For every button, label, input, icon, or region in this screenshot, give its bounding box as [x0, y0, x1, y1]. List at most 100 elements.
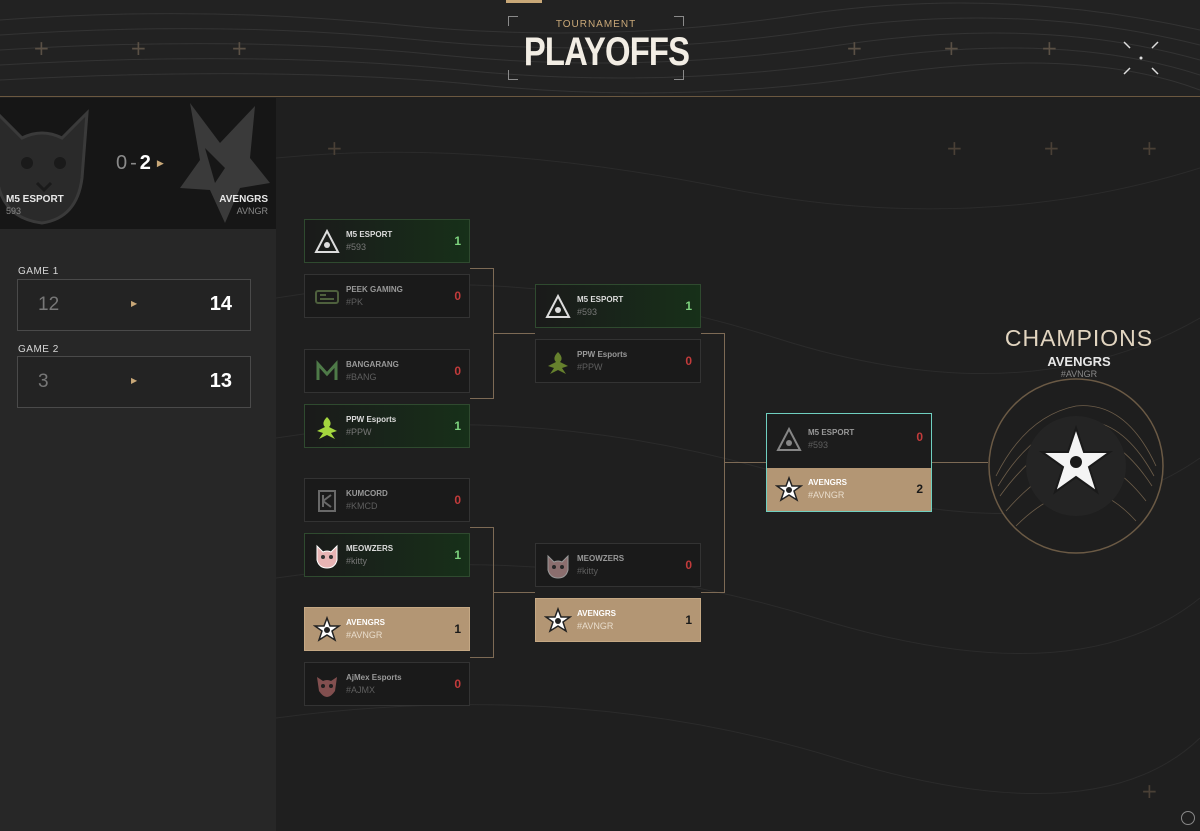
fullscreen-toggle-icon[interactable]	[1122, 40, 1160, 76]
bracket-slot-r1-2[interactable]: PEEK GAMING #PK 0	[304, 274, 470, 318]
team-tag: #kitty	[577, 566, 599, 576]
bracket-slot-r2-1[interactable]: M5 ESPORT #593 1	[535, 284, 701, 328]
m5-logo-icon	[314, 228, 340, 253]
game-2-score-box[interactable]: 3 ▶ 13	[17, 356, 251, 408]
team-score: 0	[685, 558, 692, 572]
plus-decoration-icon: +	[231, 36, 248, 60]
svg-text:+: +	[1141, 779, 1158, 803]
final-match-box[interactable]: M5 ESPORT #593 0 AVENGRS #AVNGR 2	[766, 413, 932, 512]
team-score: 1	[685, 613, 692, 627]
left-team-name: M5 ESPORT	[6, 194, 64, 205]
team-score: 0	[454, 493, 461, 507]
game-2-right-score: 13	[209, 370, 232, 392]
team-name: M5 ESPORT	[577, 295, 624, 304]
right-team-name: AVENGRS	[219, 194, 268, 205]
bracket-slot-r2-2[interactable]: PPW Esports #PPW 0	[535, 339, 701, 383]
team-tag: #AVNGR	[808, 490, 845, 500]
bracket-slot-r1-7[interactable]: AVENGRS #AVNGR 1	[304, 607, 470, 651]
svg-text:+: +	[1141, 136, 1158, 160]
team-score: 2	[916, 482, 923, 496]
match-summary-card[interactable]: 0-2▶ M5 ESPORT 593 AVENGRS AVNGR	[0, 98, 276, 229]
team-tag: #AJMX	[346, 685, 376, 695]
bracket-slot-r1-4[interactable]: PPW Esports #PPW 1	[304, 404, 470, 448]
champion-team-tag: #AVNGR	[1060, 369, 1098, 379]
right-series-score: 2	[139, 152, 151, 174]
header-kicker: TOURNAMENT	[555, 19, 637, 30]
title-frame: TOURNAMENT PLAYOFFS	[508, 16, 690, 80]
team-name: AVENGRS	[808, 478, 847, 487]
game-1-label: GAME 1	[18, 266, 59, 277]
plus-decoration-icon: +	[846, 36, 863, 60]
game-2-left-score: 3	[38, 371, 49, 392]
team-score: 1	[454, 234, 461, 248]
m5-logo-icon	[776, 426, 802, 451]
bracket-slot-r2-3[interactable]: MEOWZERS #kitty 0	[535, 543, 701, 587]
team-name: MEOWZERS	[346, 544, 394, 553]
svg-text:+: +	[946, 136, 963, 160]
bracket-connector	[932, 462, 988, 463]
avengrs-watermark-icon	[180, 103, 270, 223]
series-score: 0-2▶	[116, 152, 164, 175]
team-score: 1	[454, 419, 461, 433]
bracket-slot-final-2[interactable]: AVENGRS #AVNGR 2	[767, 468, 931, 511]
bracket-connector	[470, 527, 494, 528]
bracket-connector	[701, 333, 725, 334]
right-team-tag: AVNGR	[236, 206, 268, 216]
team-name: PPW Esports	[346, 415, 397, 424]
bracket-slot-final-1[interactable]: M5 ESPORT #593 0	[767, 414, 931, 468]
ppw-logo-icon	[317, 417, 337, 439]
winner-arrow-icon: ▶	[131, 299, 138, 308]
bracket-slot-r1-8[interactable]: AjMex Esports #AJMX 0	[304, 662, 470, 706]
team-score: 0	[454, 289, 461, 303]
team-name: BANGARANG	[346, 360, 399, 369]
settings-corner-icon[interactable]	[1181, 811, 1195, 825]
plus-decoration-icon: +	[33, 36, 50, 60]
bracket-slot-r1-3[interactable]: BANGARANG #BANG 0	[304, 349, 470, 393]
plus-decoration-icon: +	[1041, 36, 1058, 60]
team-score: 0	[454, 677, 461, 691]
ppw-logo-icon	[548, 352, 568, 374]
team-tag: #PK	[346, 297, 364, 307]
champion-team-name: AVENGRS	[1047, 354, 1111, 369]
team-score: 0	[916, 430, 923, 444]
winner-arrow-icon: ▶	[131, 376, 138, 385]
left-team-tag: 593	[6, 206, 22, 216]
champions-block: CHAMPIONS AVENGRS #AVNGR	[990, 325, 1168, 379]
team-tag: #kitty	[346, 556, 368, 566]
game-1-score-box[interactable]: 12 ▶ 14	[17, 279, 251, 331]
game-1-left-score: 12	[38, 294, 60, 315]
meowzers-logo-icon	[547, 554, 569, 579]
bracket-slot-r1-1[interactable]: M5 ESPORT #593 1	[304, 219, 470, 263]
team-score: 1	[454, 622, 461, 636]
bracket-slot-r1-5[interactable]: KUMCORD #KMCD 0	[304, 478, 470, 522]
bangarang-logo-icon	[316, 360, 338, 380]
team-tag: #BANG	[346, 372, 377, 382]
game-2-label: GAME 2	[18, 344, 59, 355]
winner-arrow-icon: ▶	[156, 158, 164, 168]
team-tag: #PPW	[346, 427, 372, 437]
header: TOURNAMENT PLAYOFFS + + + + + +	[0, 0, 1200, 97]
bracket-connector	[493, 333, 535, 334]
page-title: PLAYOFFS	[523, 30, 690, 74]
bracket-slot-r1-6[interactable]: MEOWZERS #kitty 1	[304, 533, 470, 577]
bracket-connector	[724, 333, 725, 593]
team-tag: #AVNGR	[577, 621, 614, 631]
header-accent-bar	[506, 0, 542, 3]
team-name: M5 ESPORT	[808, 428, 855, 437]
team-score: 1	[454, 548, 461, 562]
team-name: PPW Esports	[577, 350, 628, 359]
avengrs-logo-icon	[313, 616, 341, 642]
peek-logo-icon	[315, 290, 339, 304]
plus-decoration-icon: +	[943, 36, 960, 60]
meowzers-cat-watermark-icon	[0, 109, 89, 225]
avengrs-logo-icon	[775, 476, 803, 502]
team-tag: #PPW	[577, 362, 603, 372]
bracket-slot-r2-4[interactable]: AVENGRS #AVNGR 1	[535, 598, 701, 642]
bracket-connector	[724, 462, 766, 463]
champion-trophy-emblem	[988, 378, 1164, 554]
left-series-score: 0	[116, 152, 128, 174]
champions-title: CHAMPIONS	[1004, 325, 1154, 351]
team-name: AVENGRS	[346, 618, 385, 627]
bracket-connector	[701, 592, 725, 593]
